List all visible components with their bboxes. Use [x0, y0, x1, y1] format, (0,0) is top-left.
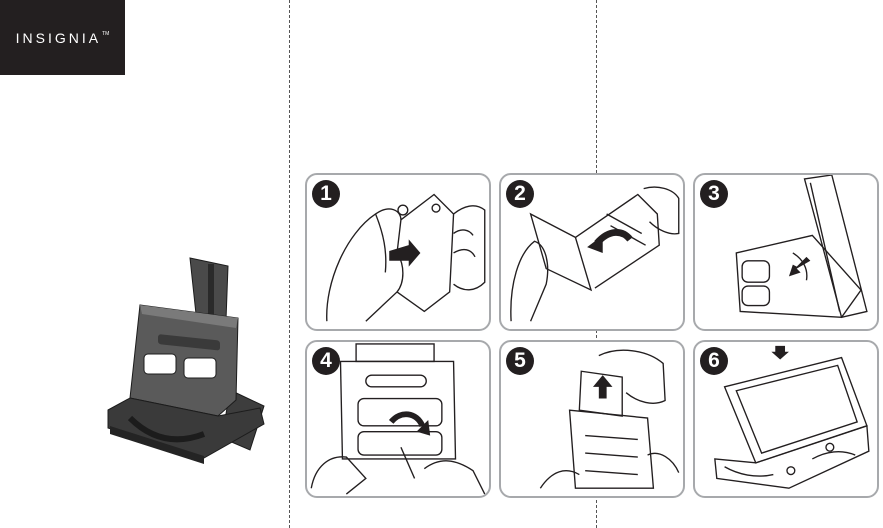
step-panel-1: 1 [305, 173, 491, 331]
trademark-mark: TM [102, 31, 109, 37]
product-image-folding-stand [100, 250, 270, 465]
step-number-badge: 4 [312, 347, 340, 375]
step-panel-4: 4 [305, 340, 491, 498]
brand-logo: INSIGNIA TM [0, 0, 125, 75]
step-panel-5: 5 [499, 340, 685, 498]
step-number-badge: 3 [700, 180, 728, 208]
step-number-badge: 5 [506, 347, 534, 375]
brand-logo-wordmark: INSIGNIA TM [16, 30, 110, 46]
brand-name: INSIGNIA [16, 30, 101, 46]
step-number-badge: 1 [312, 180, 340, 208]
step-number-badge: 2 [506, 180, 534, 208]
step-number-badge: 6 [700, 347, 728, 375]
step-panel-2: 2 [499, 173, 685, 331]
step-panel-3: 3 [693, 173, 879, 331]
fold-line-left [289, 0, 290, 528]
step-panel-6: 6 [693, 340, 879, 498]
